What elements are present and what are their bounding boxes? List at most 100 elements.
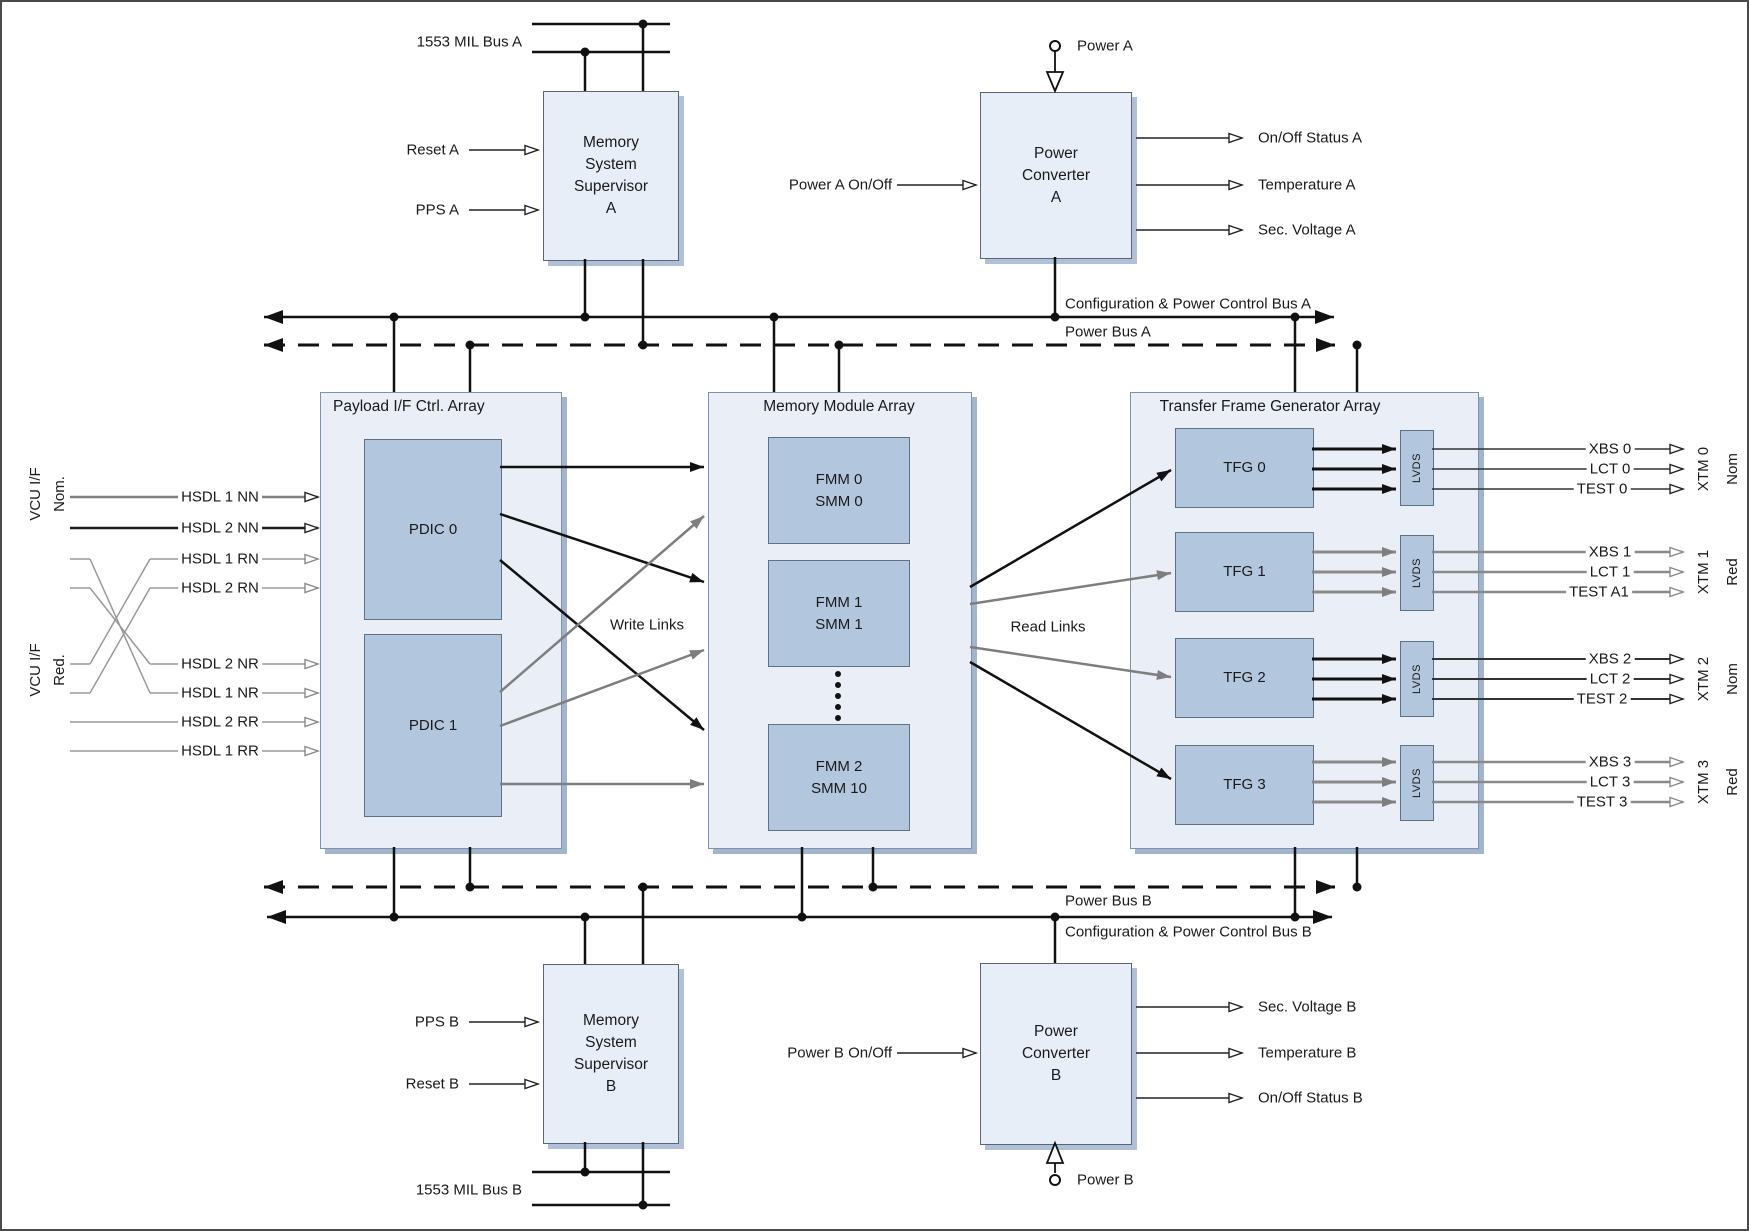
lvds3-block: LVDS xyxy=(1400,745,1434,821)
bus-1553-a-label: 1553 MIL Bus A xyxy=(416,33,522,51)
tfg-array-title: Transfer Frame Generator Array xyxy=(1159,398,1381,415)
tfg3-label: TFG 3 xyxy=(1223,776,1266,793)
xtm-output-lines xyxy=(1432,443,1686,808)
vcu-if-nom-label: VCU I/F Nom. xyxy=(24,467,72,520)
memory-ellipsis-dots xyxy=(835,671,841,721)
pdic0-label: PDIC 0 xyxy=(408,520,458,538)
pps-a-label: PPS A xyxy=(415,201,459,219)
supervisor-b-label: Memory System Supervisor B xyxy=(573,1012,649,1095)
vcu-nom-line1: VCU I/F xyxy=(27,467,44,521)
bus-b-lines xyxy=(264,847,1359,964)
xtm2-label: XTM 2 xyxy=(1695,656,1712,702)
bus-1553-b-label: 1553 MIL Bus B xyxy=(415,1181,522,1199)
hsdl-1-nn-label: HSDL 1 NN xyxy=(178,488,262,506)
sec-voltage-b-label: Sec. Voltage B xyxy=(1258,998,1357,1016)
xbs2-label: XBS 2 xyxy=(1585,650,1635,668)
xbs1-label: XBS 1 xyxy=(1585,543,1635,561)
tfg2-block: TFG 2 xyxy=(1175,638,1314,718)
pps-b-label: PPS B xyxy=(414,1013,459,1031)
hsdl-1-nr-label: HSDL 1 NR xyxy=(178,684,262,702)
lvds1-block: LVDS xyxy=(1400,535,1434,611)
power-bus-b-label: Power Bus B xyxy=(1065,892,1152,910)
vcu-red-line1: VCU I/F xyxy=(27,643,44,697)
lvds0-block: LVDS xyxy=(1400,430,1434,506)
memory-array-title: Memory Module Array xyxy=(763,398,915,415)
power-b-label: Power B xyxy=(1077,1171,1134,1189)
tfg0-block: TFG 0 xyxy=(1175,428,1314,508)
hsdl-2-rn-label: HSDL 2 RN xyxy=(178,579,262,597)
fmm0-line1: FMM 0 xyxy=(815,470,863,488)
hsdl-2-rr-label: HSDL 2 RR xyxy=(178,713,262,731)
xtm3-chain-label: Red xyxy=(1724,768,1741,796)
xtm2-chain-label: Nom xyxy=(1724,663,1741,695)
lct0-label: LCT 0 xyxy=(1586,460,1634,478)
tfg0-label: TFG 0 xyxy=(1223,459,1266,476)
power-a-input xyxy=(897,40,1065,317)
xtm1-label: XTM 1 xyxy=(1695,549,1712,595)
fmm2-line2: SMM 10 xyxy=(811,779,867,797)
converter-b-wires xyxy=(897,1001,1245,1186)
test-a1-label: TEST A1 xyxy=(1566,583,1632,601)
onoff-status-b-label: On/Off Status B xyxy=(1258,1089,1363,1107)
reset-b-label: Reset B xyxy=(405,1075,459,1093)
temperature-a-label: Temperature A xyxy=(1258,176,1356,194)
test0-label: TEST 0 xyxy=(1573,480,1631,498)
converter-b-label: Power Converter B xyxy=(1021,1023,1091,1084)
memory-system-supervisor-a: Memory System Supervisor A xyxy=(543,91,679,261)
pdic1-block: PDIC 1 xyxy=(364,634,502,817)
tfg3-block: TFG 3 xyxy=(1175,745,1314,825)
tfg-lvds-lines xyxy=(1312,444,1396,807)
test2-label: TEST 2 xyxy=(1573,690,1631,708)
tfg1-block: TFG 1 xyxy=(1175,532,1314,612)
lct2-label: LCT 2 xyxy=(1586,670,1634,688)
converter-a-outputs xyxy=(1136,132,1245,236)
temperature-b-label: Temperature B xyxy=(1258,1044,1357,1062)
xtm3-label: XTM 3 xyxy=(1695,759,1712,805)
pdic1-label: PDIC 1 xyxy=(408,716,458,734)
tfg1-label: TFG 1 xyxy=(1223,563,1266,580)
fmm1-block: FMM 1 SMM 1 xyxy=(768,560,910,667)
fmm0-line2: SMM 0 xyxy=(815,492,863,510)
power-a-onoff-label: Power A On/Off xyxy=(788,176,892,194)
read-links-label: Read Links xyxy=(1010,618,1086,636)
power-converter-b: Power Converter B xyxy=(980,963,1132,1145)
power-converter-a: Power Converter A xyxy=(980,92,1132,259)
fmm1-line2: SMM 1 xyxy=(815,615,863,633)
fmm1-line1: FMM 1 xyxy=(815,593,863,611)
vcu-nom-line2: Nom. xyxy=(51,476,68,512)
lct3-label: LCT 3 xyxy=(1586,773,1634,791)
fmm2-line1: FMM 2 xyxy=(815,757,863,775)
config-bus-b-label: Configuration & Power Control Bus B xyxy=(1065,923,1312,941)
bus-a-lines xyxy=(264,310,1359,392)
xtm0-chain-label: Nom xyxy=(1724,453,1741,485)
converter-a-label: Power Converter A xyxy=(1021,144,1091,206)
hsdl-1-rr-label: HSDL 1 RR xyxy=(178,742,262,760)
pdic0-block: PDIC 0 xyxy=(364,439,502,620)
read-links-lines xyxy=(969,468,1172,781)
hsdl-2-nr-label: HSDL 2 NR xyxy=(178,655,262,673)
reset-a-label: Reset A xyxy=(406,141,459,159)
vcu-if-red-label: VCU I/F Red. xyxy=(24,643,72,696)
supervisor-a-inputs xyxy=(469,144,541,216)
xtm0-label: XTM 0 xyxy=(1695,446,1712,492)
xbs3-label: XBS 3 xyxy=(1585,753,1635,771)
bus-1553-a-lines xyxy=(532,22,670,345)
lct1-label: LCT 1 xyxy=(1586,563,1634,581)
supervisor-b-wires xyxy=(469,1016,670,1207)
fmm0-block: FMM 0 SMM 0 xyxy=(768,437,910,544)
xtm1-chain-label: Red xyxy=(1724,558,1741,586)
write-links-label: Write Links xyxy=(610,616,684,634)
tfg2-label: TFG 2 xyxy=(1223,669,1266,686)
xbs0-label: XBS 0 xyxy=(1585,440,1635,458)
vcu-red-line2: Red. xyxy=(51,654,68,686)
junction-dots xyxy=(389,19,1362,1210)
test3-label: TEST 3 xyxy=(1573,793,1631,811)
onoff-status-a-label: On/Off Status A xyxy=(1258,129,1362,147)
power-b-onoff-label: Power B On/Off xyxy=(787,1044,892,1062)
memory-system-supervisor-b: Memory System Supervisor B xyxy=(543,964,679,1144)
fmm2-block: FMM 2 SMM 10 xyxy=(768,724,910,831)
config-bus-a-label: Configuration & Power Control Bus A xyxy=(1065,295,1311,313)
power-a-label: Power A xyxy=(1077,37,1133,55)
